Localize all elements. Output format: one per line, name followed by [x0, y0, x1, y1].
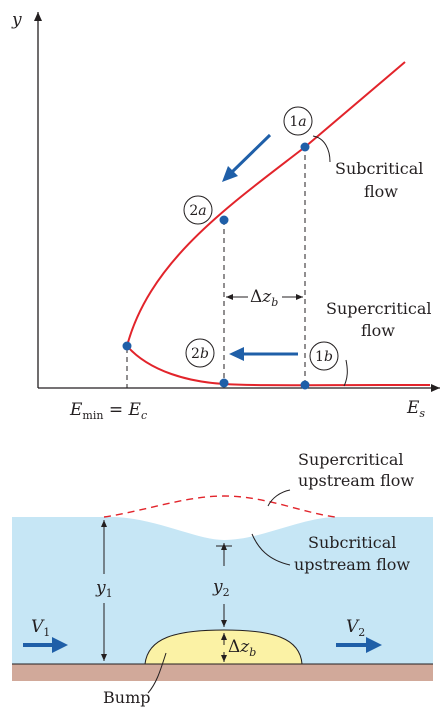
bump-label: Bump [103, 688, 150, 707]
y2-label: y2 [212, 577, 230, 599]
v1-label: V1 [31, 617, 50, 639]
point-2a [219, 215, 229, 225]
svg-text:2a: 2a [189, 203, 206, 219]
y1-label: y1 [95, 578, 113, 600]
emin-label: Emin = Ec [69, 400, 147, 422]
subcritical-upstream-label: Subcritical [308, 533, 396, 552]
bump-dz-label: Δzb [228, 637, 256, 659]
label-2a: 2a [183, 195, 213, 225]
supercritical-direction-arrowhead [229, 347, 244, 361]
supercritical-label-2: flow [361, 321, 395, 340]
point-1b [300, 380, 310, 390]
label-2b: 2b [185, 338, 215, 368]
subcritical-leader [312, 135, 331, 163]
channel-bed [12, 664, 433, 681]
bump-leader [147, 652, 167, 694]
specific-energy-diagram: y Es Δzb 1a 2a [11, 10, 440, 422]
svg-text:1b: 1b [315, 349, 333, 365]
supercritical-upstream-label: Supercritical [298, 450, 404, 469]
supercritical-upstream-leader [267, 489, 291, 507]
v2-label: V2 [346, 617, 365, 639]
point-critical [122, 341, 132, 351]
v1-arrowhead [52, 637, 68, 653]
subcritical-label-2: flow [364, 182, 398, 201]
supercritical-label: Supercritical [326, 299, 432, 318]
v2-arrowhead [366, 637, 382, 653]
y-axis-label: y [11, 10, 22, 30]
subcritical-upstream-leader [251, 533, 291, 566]
point-1a [300, 142, 310, 152]
supercritical-free-surface [103, 495, 336, 518]
label-1b: 1b [309, 341, 339, 371]
x-axis-label: Es [406, 398, 425, 420]
label-1a: 1a [283, 106, 313, 136]
subcritical-upstream-label-2: upstream flow [294, 555, 410, 574]
subcritical-direction-arrow [229, 133, 272, 175]
svg-text:2b: 2b [191, 346, 209, 362]
svg-text:1a: 1a [289, 114, 306, 130]
subcritical-direction-arrowhead [222, 166, 238, 182]
delta-zb-label: Δzb [250, 287, 278, 309]
supercritical-upstream-label-2: upstream flow [298, 471, 414, 490]
point-2b [219, 378, 229, 388]
water-region [12, 516, 433, 664]
specific-energy-curve [126, 61, 431, 387]
bump-shape [144, 629, 303, 665]
bump-flow-diagram: Supercritical upstream flow Subcritical … [12, 450, 433, 707]
subcritical-label: Subcritical [335, 159, 423, 178]
supercritical-leader [343, 359, 348, 387]
